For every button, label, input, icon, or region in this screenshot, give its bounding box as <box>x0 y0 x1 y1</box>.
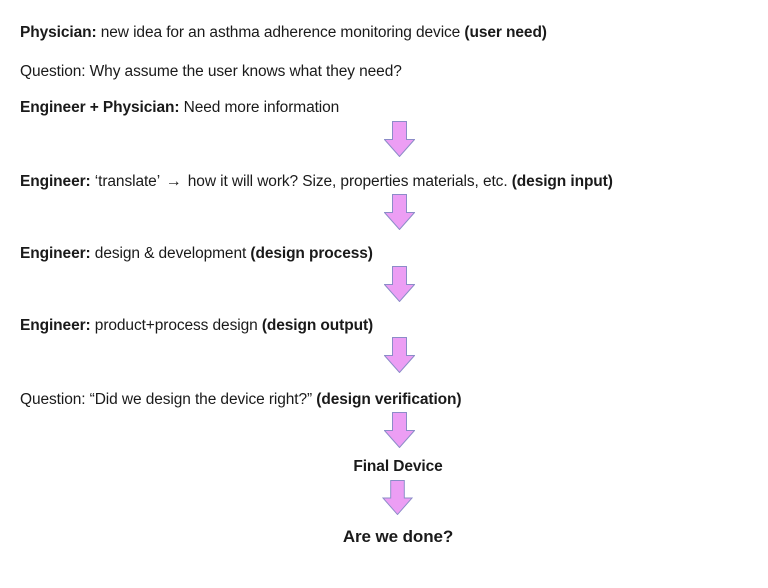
line-text: product+process design <box>90 317 262 334</box>
line-text: Question: “Did we design the device righ… <box>20 391 317 408</box>
flow-line-design-verification: Question: “Did we design the device righ… <box>20 390 462 409</box>
stage-label: (design verification) <box>316 391 462 408</box>
flow-line-final-device: Final Device <box>28 457 768 476</box>
flow-line-question-1: Question: Why assume the user knows what… <box>20 62 402 81</box>
down-arrow-icon <box>384 194 415 230</box>
line-text: ‘translate’ <box>90 173 164 190</box>
stage-label: (design input) <box>511 173 613 190</box>
speaker-label: Engineer: <box>20 317 91 334</box>
flow-line-design-output: Engineer: product+process design (design… <box>20 316 373 335</box>
speaker-label: Engineer + Physician: <box>20 99 180 116</box>
down-arrow-icon <box>382 480 413 515</box>
line-text: design & development <box>90 245 251 262</box>
flow-line-design-input: Engineer: ‘translate’ → how it will work… <box>20 172 613 191</box>
flow-line-are-we-done: Are we done? <box>28 527 768 546</box>
speaker-label: Engineer: <box>20 245 91 262</box>
speaker-label: Physician: <box>20 24 97 41</box>
are-we-done-label: Are we done? <box>342 527 454 546</box>
stage-label: (user need) <box>464 24 547 41</box>
stage-label: (design output) <box>261 317 374 334</box>
down-arrow-icon <box>384 412 415 448</box>
right-arrow-glyph: → <box>165 173 182 190</box>
speaker-label: Engineer: <box>20 173 91 190</box>
stage-label: (design process) <box>250 245 373 262</box>
line-text: new idea for an asthma adherence monitor… <box>96 24 465 41</box>
line-text: Need more information <box>179 99 340 116</box>
flow-line-design-process: Engineer: design & development (design p… <box>20 244 373 263</box>
line-text: Question: Why assume the user knows what… <box>20 63 402 80</box>
flow-line-user-need: Physician: new idea for an asthma adhere… <box>20 23 547 42</box>
down-arrow-icon <box>384 121 415 157</box>
flow-line-more-information: Engineer + Physician: Need more informat… <box>20 98 339 117</box>
line-text: how it will work? Size, properties mater… <box>183 173 512 190</box>
down-arrow-icon <box>384 266 415 302</box>
final-device-label: Final Device <box>353 458 443 475</box>
down-arrow-icon <box>384 337 415 373</box>
